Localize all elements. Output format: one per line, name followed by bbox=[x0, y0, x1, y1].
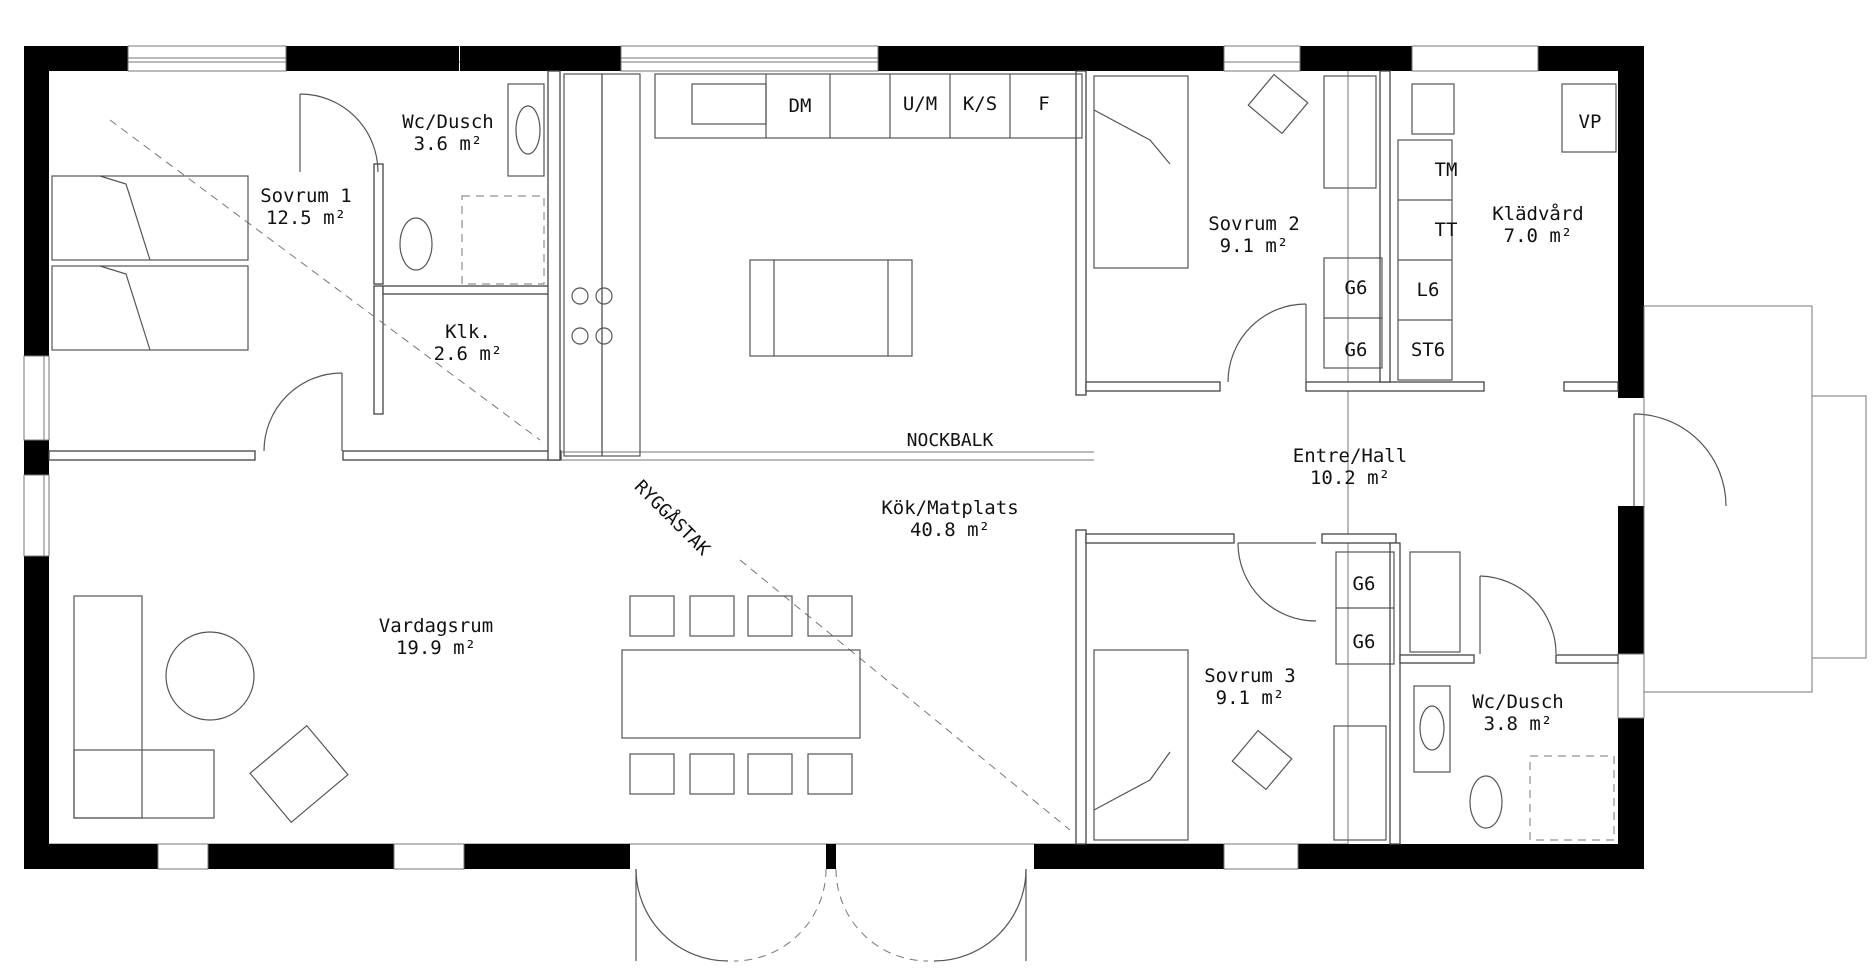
room-wc-2-name: Wc/Dusch bbox=[1472, 691, 1564, 713]
interior-walls bbox=[48, 70, 1619, 845]
room-klk-name: Klk. bbox=[445, 321, 491, 343]
appliance-g6-label: G6 bbox=[1353, 573, 1376, 595]
room-kok-area: 40.8 m² bbox=[910, 519, 990, 541]
nockbalk-label: NOCKBALK bbox=[907, 430, 994, 451]
appliance-labels: DM U/M K/S F VP TM TT L6 ST6 G6 G6 G6 G6 bbox=[789, 93, 1602, 653]
appliance-tm-label: TM bbox=[1435, 159, 1458, 181]
appliance-g6-label: G6 bbox=[1353, 631, 1376, 653]
room-sovrum-1-name: Sovrum 1 bbox=[260, 185, 352, 207]
appliance-g6-label: G6 bbox=[1345, 277, 1368, 299]
appliance-g6-label: G6 bbox=[1345, 339, 1368, 361]
room-sovrum-3-area: 9.1 m² bbox=[1216, 687, 1285, 709]
room-sovrum-2-area: 9.1 m² bbox=[1220, 235, 1289, 257]
ryggastak-label: RYGGÅSTAK bbox=[630, 475, 715, 560]
appliance-vp-label: VP bbox=[1579, 111, 1602, 133]
room-labels: Sovrum 1 12.5 m² Wc/Dusch 3.6 m² Klk. 2.… bbox=[260, 111, 1584, 735]
appliance-l6-label: L6 bbox=[1417, 279, 1440, 301]
room-wc-2-area: 3.8 m² bbox=[1484, 713, 1553, 735]
exterior-walls bbox=[24, 46, 1644, 869]
roof-diagonals bbox=[109, 119, 1071, 831]
room-wc-1-name: Wc/Dusch bbox=[402, 111, 494, 133]
room-vardagsrum-name: Vardagsrum bbox=[379, 615, 493, 637]
doors bbox=[263, 93, 1727, 962]
room-kladvard-area: 7.0 m² bbox=[1504, 225, 1573, 247]
furniture bbox=[51, 73, 1617, 841]
appliance-dm-label: DM bbox=[789, 95, 812, 117]
room-sovrum-1-area: 12.5 m² bbox=[266, 207, 346, 229]
room-wc-1-area: 3.6 m² bbox=[414, 133, 483, 155]
room-entre-name: Entre/Hall bbox=[1293, 445, 1407, 467]
room-kok-name: Kök/Matplats bbox=[881, 497, 1018, 519]
room-sovrum-2-name: Sovrum 2 bbox=[1208, 213, 1300, 235]
appliance-f-label: F bbox=[1038, 93, 1049, 115]
room-kladvard-name: Klädvård bbox=[1492, 202, 1584, 225]
room-vardagsrum-area: 19.9 m² bbox=[396, 637, 476, 659]
appliance-ks-label: K/S bbox=[963, 93, 997, 115]
room-sovrum-3-name: Sovrum 3 bbox=[1204, 665, 1296, 687]
appliance-st6-label: ST6 bbox=[1411, 339, 1445, 361]
room-klk-area: 2.6 m² bbox=[434, 343, 503, 365]
entrance-porch bbox=[1643, 305, 1867, 693]
appliance-tt-label: TT bbox=[1435, 219, 1458, 241]
room-entre-area: 10.2 m² bbox=[1310, 467, 1390, 489]
appliance-um-label: U/M bbox=[903, 93, 937, 115]
windows bbox=[23, 45, 1645, 870]
